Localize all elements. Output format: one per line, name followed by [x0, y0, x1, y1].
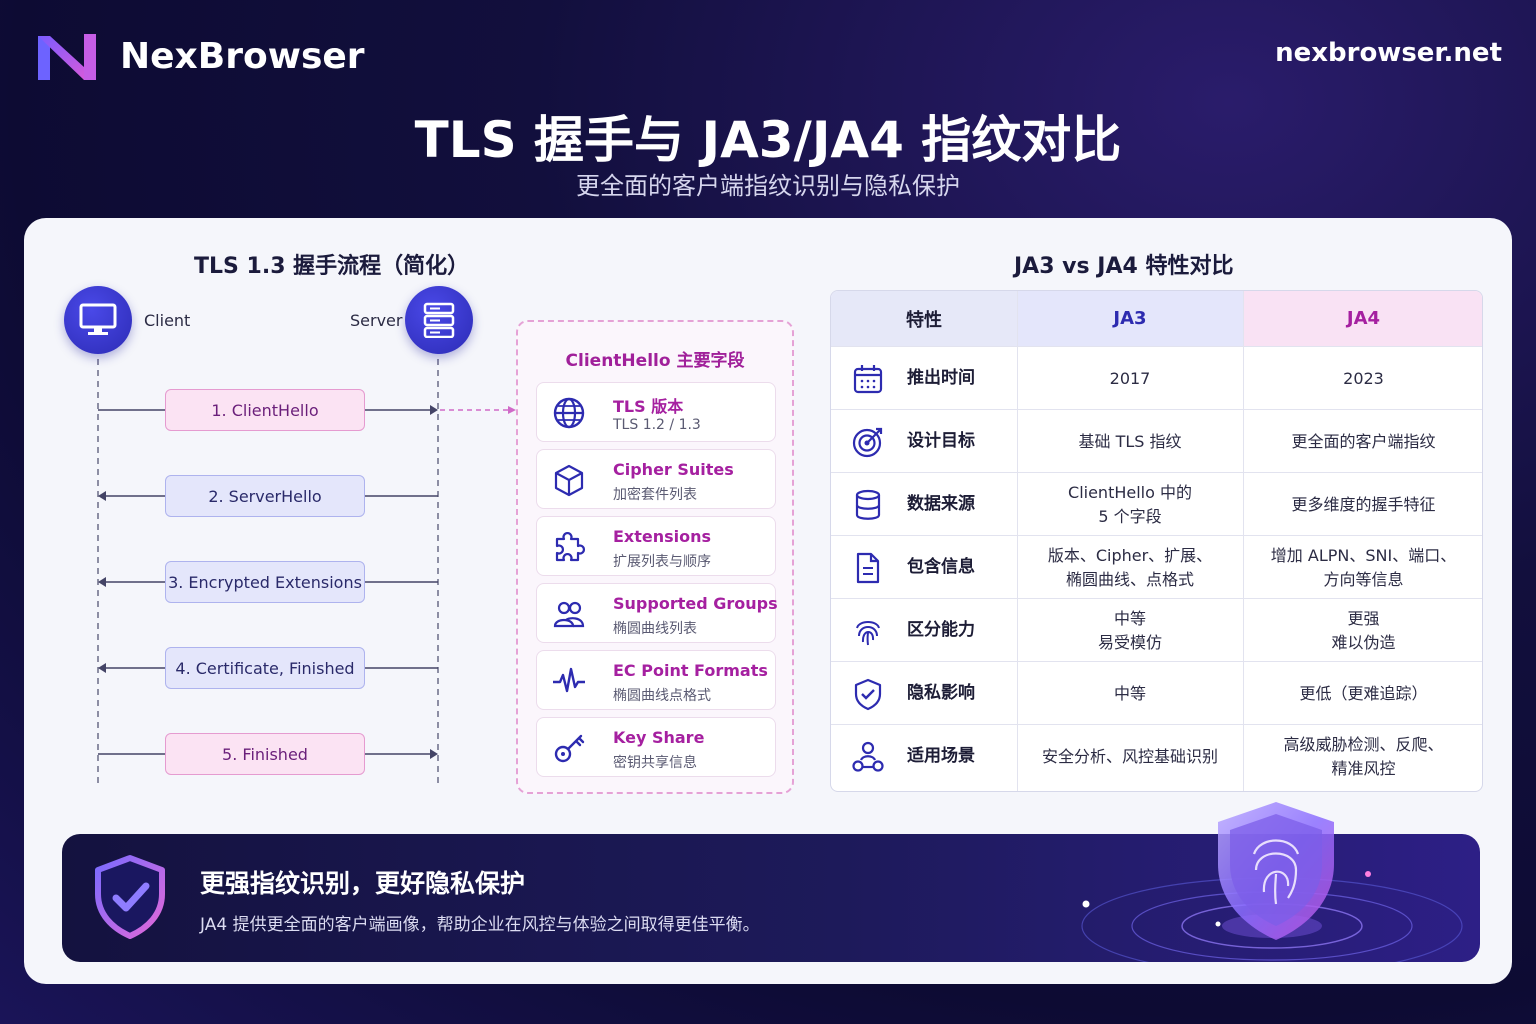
puzzle-icon	[555, 531, 586, 562]
target-icon	[852, 427, 883, 457]
table-row: 区分能力 中等 易受模仿 更强 难以伪造	[831, 598, 1482, 661]
banner-text: JA4 提供更全面的客户端画像，帮助企业在风控与体验之间取得更佳平衡。	[200, 915, 760, 935]
shield-check-icon	[95, 855, 165, 939]
database-icon	[855, 489, 881, 520]
ja3-cell: ClientHello 中的 5 个字段	[1068, 483, 1192, 526]
ja4-cell: 更强 难以伪造	[1331, 609, 1396, 652]
handshake-lines	[97, 348, 516, 786]
ja3-cell: 2017	[1109, 368, 1151, 388]
shield-check-icon	[854, 678, 882, 710]
comparison-table: 特性 JA3 JA4 推出时间 2017 2023	[830, 290, 1483, 792]
ja4-cell: 高级威胁检测、反爬、 精准风控	[1283, 735, 1444, 778]
site-url[interactable]: nexbrowser.net	[1275, 38, 1502, 68]
field-title: TLS 版本	[613, 397, 684, 416]
comparison-title: JA3 vs JA4 特性对比	[1014, 254, 1234, 279]
document-icon	[856, 552, 880, 583]
page-title: TLS 握手与 JA3/JA4 指纹对比	[414, 111, 1122, 169]
feature-label: 设计目标	[907, 431, 975, 452]
feature-label: 推出时间	[907, 368, 975, 389]
nexbrowser-logo-icon	[38, 34, 96, 80]
field-desc: 椭圆曲线列表	[613, 621, 697, 637]
network-icon	[852, 741, 884, 772]
server-label: Server	[350, 311, 403, 330]
cube-icon	[554, 464, 584, 497]
field-title: Cipher Suites	[613, 460, 734, 479]
msg-encrypted-extensions: 3. Encrypted Extensions	[165, 561, 365, 603]
feature-label: 适用场景	[907, 746, 975, 767]
feature-label: 数据来源	[907, 494, 975, 515]
header-feature: 特性	[831, 291, 1017, 346]
ja4-cell: 2023	[1343, 368, 1384, 388]
column-divider	[1243, 291, 1244, 791]
monitor-icon	[79, 303, 117, 335]
field-supported-groups: Supported Groups 椭圆曲线列表	[536, 583, 778, 643]
feature-label: 包含信息	[907, 557, 975, 578]
ja3-cell: 中等 易受模仿	[1097, 609, 1162, 652]
field-desc: 加密套件列表	[613, 487, 697, 503]
pulse-icon	[553, 667, 585, 693]
field-title: Extensions	[613, 527, 712, 546]
table-row: 推出时间 2017 2023	[831, 346, 1482, 409]
header: NexBrowser nexbrowser.net TLS 握手与 JA3/JA…	[0, 0, 1536, 215]
ja4-cell: 更低（更难追踪）	[1299, 683, 1428, 703]
fingerprint-shield-icon	[1218, 802, 1334, 940]
feature-label: 区分能力	[907, 620, 975, 641]
clienthello-fields-box: ClientHello 主要字段 TLS 版本 TLS 1.2 / 1.3 Ci…	[516, 320, 794, 794]
globe-icon	[553, 397, 585, 429]
fingerprint-icon	[856, 620, 880, 645]
brand-name: NexBrowser	[120, 36, 365, 77]
field-desc: 椭圆曲线点格式	[613, 688, 711, 704]
page-subtitle: 更全面的客户端指纹识别与隐私保护	[576, 172, 960, 200]
server-node	[405, 286, 473, 354]
feature-label: 隐私影响	[907, 683, 975, 704]
header-ja4: JA4	[1243, 291, 1482, 346]
key-icon	[554, 734, 585, 763]
field-title: Supported Groups	[613, 594, 778, 613]
client-label: Client	[144, 311, 191, 330]
table-row: 数据来源 ClientHello 中的 5 个字段 更多维度的握手特征	[831, 472, 1482, 535]
ja4-cell: 增加 ALPN、SNI、端口、 方向等信息	[1270, 546, 1457, 589]
ja3-cell: 版本、Cipher、扩展、 椭圆曲线、点格式	[1047, 546, 1213, 589]
field-ec-point-formats: EC Point Formats 椭圆曲线点格式	[536, 650, 776, 710]
banner-title: 更强指纹识别，更好隐私保护	[200, 869, 526, 898]
field-desc: TLS 1.2 / 1.3	[613, 417, 701, 433]
ja3-cell: 安全分析、风控基础识别	[1041, 746, 1218, 766]
ja4-cell: 更全面的客户端指纹	[1291, 431, 1436, 451]
field-desc: 扩展列表与顺序	[613, 554, 711, 570]
client-node	[64, 286, 132, 354]
table-row: 包含信息 版本、Cipher、扩展、 椭圆曲线、点格式 增加 ALPN、SNI、…	[831, 535, 1482, 598]
msg-finished: 5. Finished	[165, 733, 365, 775]
field-cipher-suites: Cipher Suites 加密套件列表	[536, 449, 776, 509]
ja4-cell: 更多维度的握手特征	[1291, 494, 1436, 514]
table-row: 设计目标 基础 TLS 指纹 更全面的客户端指纹	[831, 409, 1482, 472]
msg-certificate-finished: 4. Certificate, Finished	[165, 647, 365, 689]
ja3-cell: 基础 TLS 指纹	[1078, 431, 1182, 451]
handshake-title: TLS 1.3 握手流程（简化）	[194, 254, 470, 279]
clienthello-title: ClientHello 主要字段	[565, 351, 745, 371]
column-divider	[1017, 291, 1018, 791]
msg-server-hello: 2. ServerHello	[165, 475, 365, 517]
table-row: 隐私影响 中等 更低（更难追踪）	[831, 661, 1482, 724]
field-extensions: Extensions 扩展列表与顺序	[536, 516, 776, 576]
field-key-share: Key Share 密钥共享信息	[536, 717, 776, 777]
msg-client-hello: 1. ClientHello	[165, 389, 365, 431]
users-icon	[553, 601, 585, 628]
server-icon	[423, 302, 455, 338]
table-row: 适用场景 安全分析、风控基础识别 高级威胁检测、反爬、 精准风控	[831, 724, 1482, 791]
header-ja3: JA3	[1017, 291, 1243, 346]
calendar-icon	[853, 364, 883, 393]
field-tls-version: TLS 版本 TLS 1.2 / 1.3	[536, 382, 776, 442]
field-desc: 密钥共享信息	[613, 755, 697, 771]
field-title: EC Point Formats	[613, 661, 768, 680]
field-title: Key Share	[613, 728, 705, 747]
ja3-cell: 中等	[1113, 683, 1146, 703]
